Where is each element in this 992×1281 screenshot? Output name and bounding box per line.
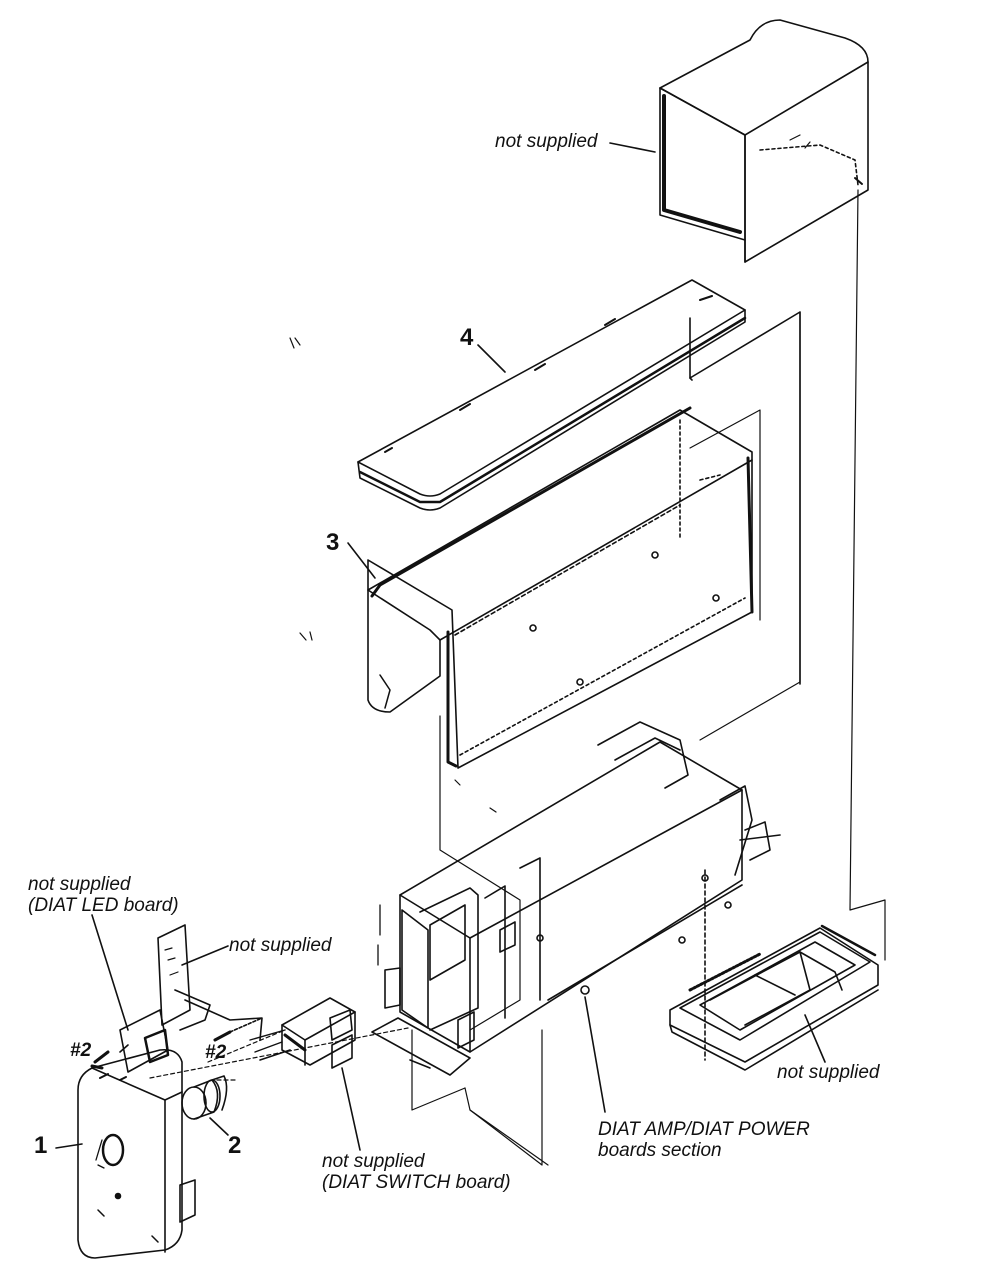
label-amp-section: DIAT AMP/DIAT POWER boards section: [598, 1119, 810, 1161]
callout-1: 1: [34, 1132, 48, 1159]
leader-3: [347, 542, 376, 579]
diat-switch-board: [249, 997, 356, 1069]
label-switch-board-line1: not supplied: [322, 1151, 425, 1172]
part-1-front-panel: [77, 1048, 196, 1259]
callout-2: 2: [228, 1132, 242, 1159]
label-amp-section-line2: boards section: [598, 1140, 722, 1161]
stray-marks: [289, 337, 497, 813]
leader-top-cover: [609, 142, 656, 153]
leader-amp-section: [584, 996, 606, 1113]
leader-switch-board: [341, 1067, 361, 1151]
label-led-board-line2: (DIAT LED board): [28, 895, 179, 916]
part-2-knob: [181, 1075, 228, 1120]
label-switch-board-line2: (DIAT SWITCH board): [322, 1172, 511, 1193]
label-amp-section-line1: DIAT AMP/DIAT POWER: [598, 1119, 810, 1140]
label-tray: not supplied: [777, 1062, 880, 1083]
part-4-top-plate: [357, 279, 801, 685]
label-led-board: not supplied (DIAT LED board): [28, 874, 179, 916]
screw-mark-mid: #2: [205, 1042, 227, 1063]
label-led-board-line1: not supplied: [28, 874, 131, 895]
leader-1: [55, 1143, 83, 1149]
right-tray: [669, 924, 879, 1071]
callout-3: 3: [326, 529, 340, 556]
label-switch-board: not supplied (DIAT SWITCH board): [322, 1151, 511, 1193]
screw-mark-left: #2: [70, 1040, 92, 1061]
leader-led-board: [91, 914, 129, 1031]
leader-4: [477, 344, 506, 373]
label-top-cover: not supplied: [495, 131, 598, 152]
leader-2: [209, 1117, 229, 1136]
leader-tray: [804, 1014, 826, 1063]
main-chassis: [371, 721, 781, 1076]
diat-led-bracket: [157, 924, 263, 1041]
assembly-lines: [149, 189, 886, 1166]
label-bracket: not supplied: [229, 935, 332, 956]
leader-bracket: [181, 945, 229, 966]
top-outer-cover: [659, 19, 869, 263]
part-3-shield-cover: [367, 406, 754, 769]
diat-led-board: [119, 1009, 170, 1073]
callout-4: 4: [460, 324, 474, 351]
